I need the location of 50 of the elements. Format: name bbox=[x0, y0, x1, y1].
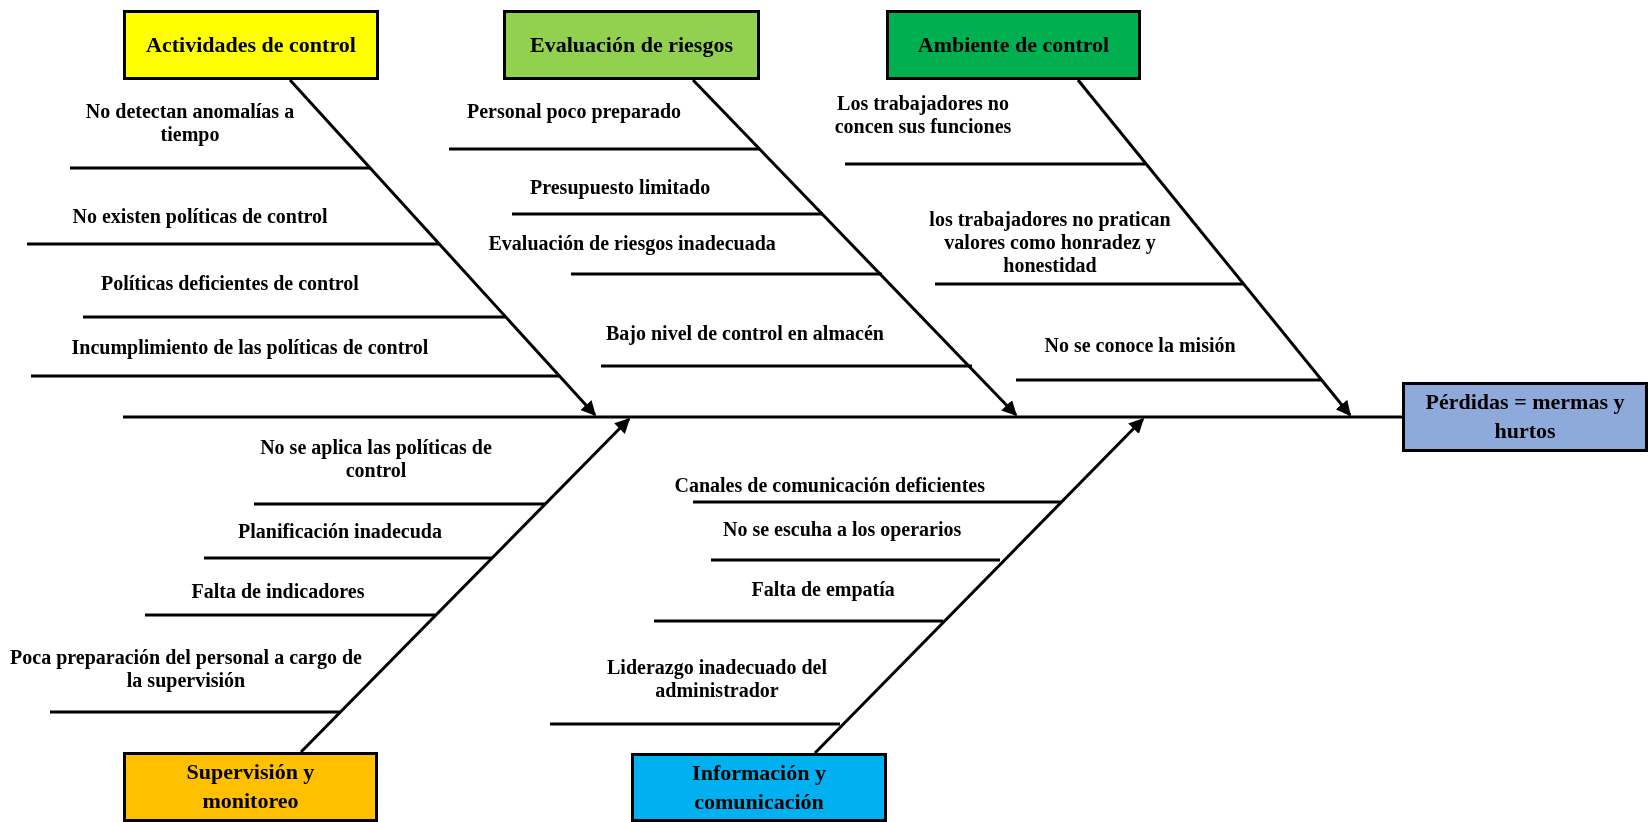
cause-text: Planificación inadecuda bbox=[238, 520, 442, 543]
branch-line bbox=[254, 502, 545, 506]
arrow bbox=[299, 417, 631, 754]
cause-text: No se conoce la misión bbox=[1044, 334, 1236, 357]
cause-text: Poca preparación del personal a cargo de la supervisión bbox=[1, 646, 371, 692]
branch-line bbox=[1016, 378, 1322, 382]
cause-text: Bajo nivel de control en almacén bbox=[606, 322, 884, 345]
cause-text: Canales de comunicación deficientes bbox=[674, 474, 986, 497]
category-box: Supervisión y monitoreo bbox=[123, 752, 378, 822]
category-box: Actividades de control bbox=[123, 10, 379, 80]
branch-line bbox=[845, 162, 1146, 166]
branch-line bbox=[512, 212, 823, 216]
cause-text: Falta de empatía bbox=[751, 578, 895, 601]
cause-text: Liderazgo inadecuado del administrador bbox=[592, 656, 842, 702]
arrow bbox=[813, 417, 1145, 755]
category-box: Ambiente de control bbox=[886, 10, 1141, 80]
cause-text: los trabajadores no pratican valores como honradez y honestidad bbox=[919, 208, 1181, 277]
branch-line bbox=[935, 282, 1244, 286]
branch-line bbox=[204, 556, 492, 560]
branch-line bbox=[70, 166, 370, 170]
branch-line bbox=[550, 722, 840, 726]
cause-text: No detectan anomalías a tiempo bbox=[60, 100, 320, 146]
cause-text: Falta de indicadores bbox=[191, 580, 365, 603]
arrow bbox=[288, 79, 597, 417]
category-box: Evaluación de riesgos bbox=[503, 10, 760, 80]
arrow bbox=[1076, 79, 1352, 417]
branch-line bbox=[601, 364, 972, 368]
effect-box: Pérdidas = mermas y hurtos bbox=[1402, 382, 1648, 452]
branch-line bbox=[27, 242, 439, 246]
cause-text: Los trabajadores no concen sus funciones bbox=[813, 92, 1033, 138]
cause-text: Personal poco preparado bbox=[467, 100, 682, 123]
category-box: Información y comunicación bbox=[631, 753, 887, 822]
arrow bbox=[691, 78, 1018, 417]
branch-line bbox=[693, 500, 1061, 504]
branch-line bbox=[449, 147, 760, 151]
branch-line bbox=[145, 613, 435, 617]
branch-line bbox=[654, 619, 943, 623]
branch-line bbox=[31, 374, 559, 378]
cause-text: Presupuesto limitado bbox=[530, 176, 711, 199]
cause-text: No se escuha a los operarios bbox=[723, 518, 962, 541]
branch-line bbox=[571, 272, 882, 276]
branch-line bbox=[711, 558, 1000, 562]
branch-line bbox=[50, 710, 340, 714]
cause-text: Incumplimiento de las políticas de control bbox=[71, 336, 429, 359]
cause-text: No se aplica las políticas de control bbox=[231, 436, 521, 482]
spine-line bbox=[123, 415, 1402, 419]
cause-text: Políticas deficientes de control bbox=[101, 272, 359, 295]
cause-text: No existen políticas de control bbox=[72, 205, 328, 228]
branch-line bbox=[83, 315, 506, 319]
cause-text: Evaluación de riesgos inadecuada bbox=[488, 232, 776, 255]
